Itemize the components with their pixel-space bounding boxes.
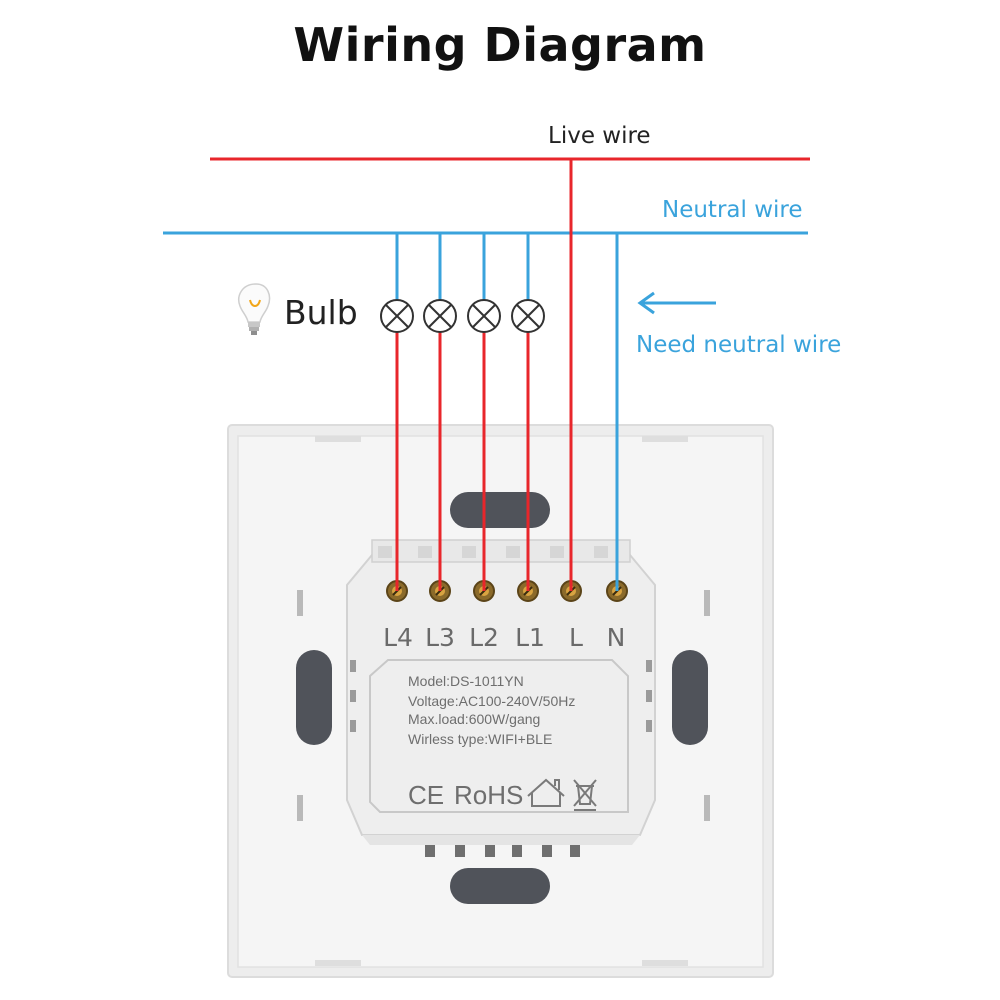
need-neutral-label: Need neutral wire — [636, 332, 841, 358]
terminal-screw-n — [606, 580, 628, 602]
voltage-text: Voltage:AC100-240V/50Hz — [408, 693, 575, 709]
terminal-label-l: L — [569, 623, 583, 652]
ce-mark: CE — [408, 780, 444, 810]
terminal-label-l1: L1 — [515, 623, 545, 652]
bulb-symbol-3 — [423, 299, 457, 333]
wireless-type-text: Wirless type:WIFI+BLE — [408, 731, 552, 747]
rohs-mark: RoHS — [454, 780, 523, 810]
label-plate — [369, 659, 629, 813]
mounting-slot-bottom — [450, 868, 550, 904]
terminal-label-l4: L4 — [383, 623, 413, 652]
model-text: Model:DS-1011YN — [408, 673, 524, 689]
page-title: Wiring Diagram — [293, 18, 707, 72]
terminal-label-l2: L2 — [469, 623, 499, 652]
bulb-label: Bulb — [284, 293, 358, 332]
terminal-label-n: N — [607, 623, 626, 652]
terminal-label-l3: L3 — [425, 623, 455, 652]
wires — [163, 157, 810, 591]
max-load-text: Max.load:600W/gang — [408, 711, 540, 727]
bulb-symbol-4 — [380, 299, 414, 333]
mounting-slot-top — [450, 492, 550, 528]
bulb-symbols — [380, 299, 545, 333]
weee-bin-icon — [573, 779, 597, 811]
mounting-slot-left — [296, 650, 332, 745]
house-icon — [527, 778, 565, 807]
bulb-symbol-1 — [511, 299, 545, 333]
mounting-slot-right — [672, 650, 708, 745]
lightbulb-icon — [238, 283, 271, 335]
neutral-wire-label: Neutral wire — [662, 197, 803, 223]
live-wire-label: Live wire — [548, 123, 651, 149]
left-arrow-icon — [637, 291, 716, 315]
bulb-symbol-2 — [467, 299, 501, 333]
